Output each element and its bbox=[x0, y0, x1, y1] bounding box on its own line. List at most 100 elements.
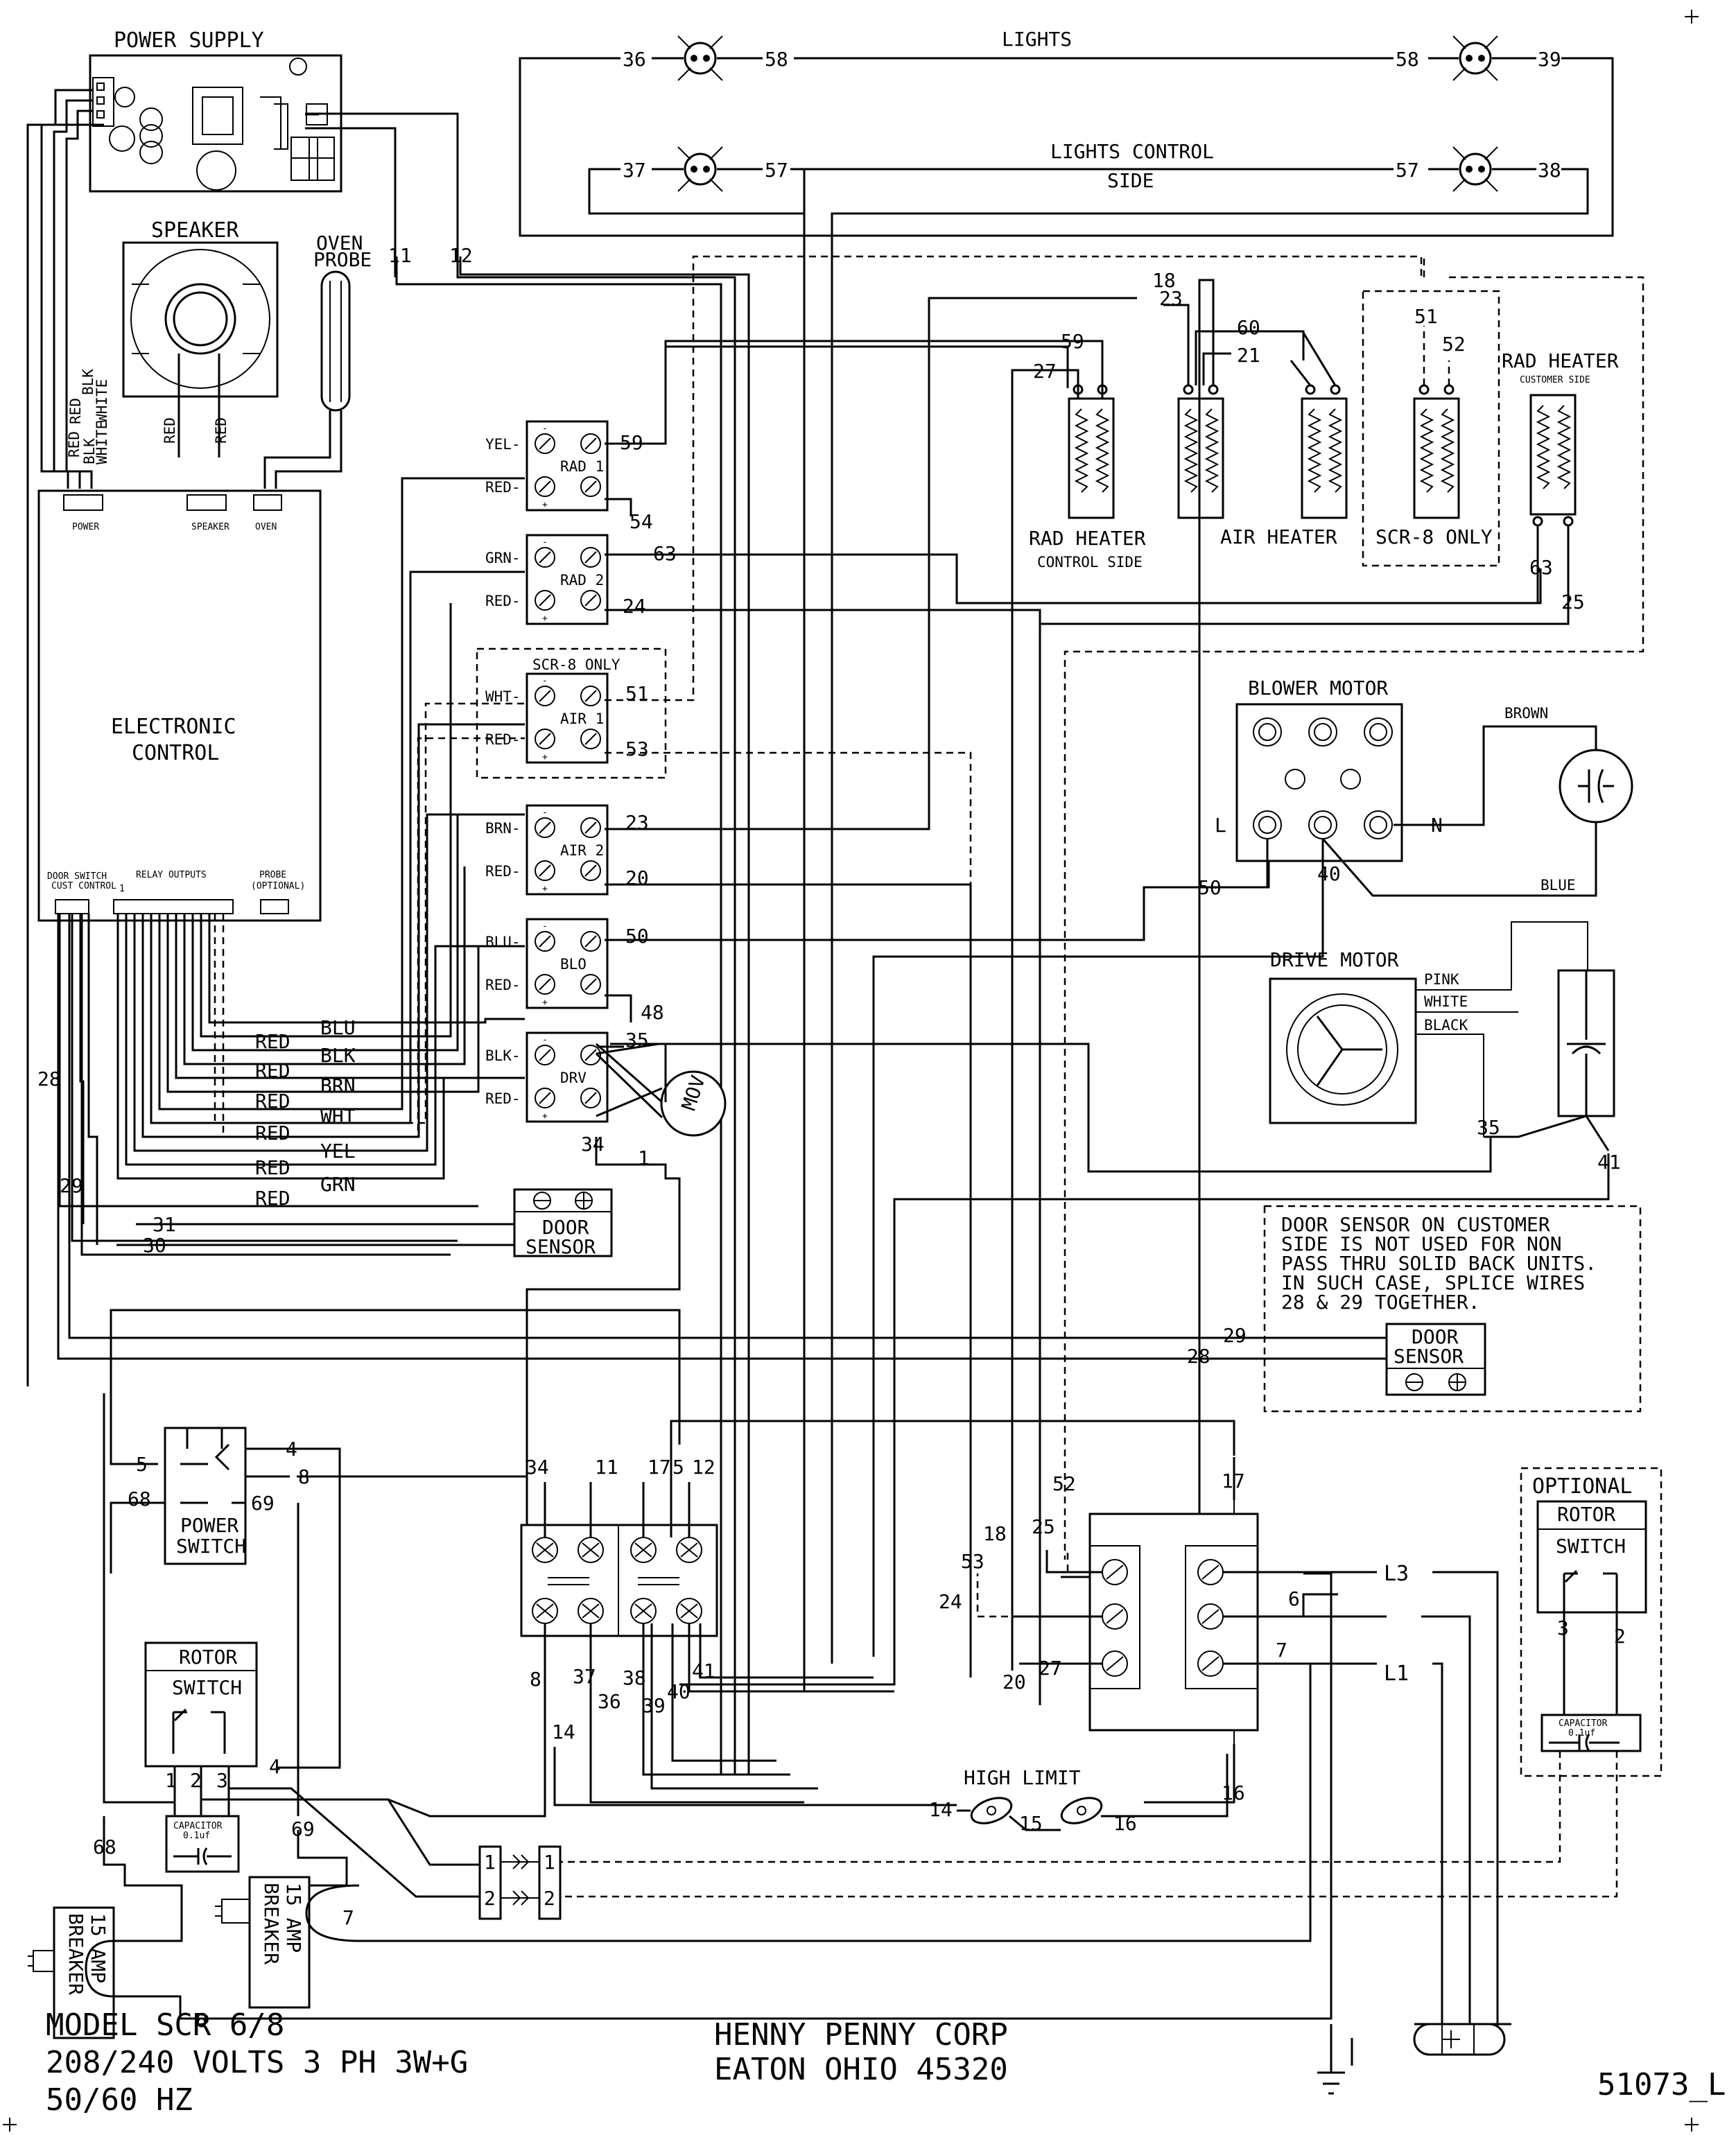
relay-name: AIR 1 bbox=[560, 711, 604, 727]
conn-relay-label: RELAY OUTPUTS bbox=[136, 870, 207, 880]
harness-yel: YEL bbox=[320, 1140, 356, 1162]
door-note-1: DOOR SENSOR ON CUSTOMER bbox=[1281, 1213, 1550, 1236]
rad-heater-cust-label: RAD HEATER bbox=[1502, 349, 1619, 372]
control-label-2: CONTROL bbox=[132, 741, 219, 765]
power-switch: POWER SWITCH 5 68 4 8 69 bbox=[110, 1309, 681, 1816]
harness-grn: GRN bbox=[320, 1173, 356, 1196]
rotor-switch: ROTOR SWITCH 1 2 3 CAPACITOR 0.1uf 4 bbox=[103, 1393, 485, 1898]
opt-rotor-pin-3: 3 bbox=[1557, 1617, 1569, 1639]
drive-wire-35: 35 bbox=[1477, 1116, 1500, 1139]
harness-blk: BLK bbox=[320, 1044, 356, 1067]
relay-polarity: - bbox=[542, 537, 548, 548]
rotor-pin-2: 2 bbox=[190, 1769, 202, 1792]
breaker-right: 15 AMP BREAKER 69 7 bbox=[201, 1572, 1333, 2020]
plug-1a: 1 bbox=[484, 1851, 496, 1874]
lamp-bottom-left bbox=[677, 146, 723, 192]
breaker-left-label-2: BREAKER bbox=[64, 1913, 87, 1995]
wire-38: 38 bbox=[1538, 159, 1561, 182]
relay-name: RAD 2 bbox=[560, 572, 604, 589]
rotor-label-2: SWITCH bbox=[172, 1676, 242, 1699]
conn-power-label: POWER bbox=[72, 522, 99, 532]
ct-25: 25 bbox=[1032, 1515, 1055, 1538]
pwr-wire-blk-lower: BLK bbox=[81, 438, 98, 464]
wire-29-left: 29 bbox=[60, 1174, 83, 1197]
relay-name: RAD 1 bbox=[560, 458, 604, 475]
oven-probe-label-1: OVEN bbox=[316, 232, 363, 254]
air-heater-1: 23 18 60 21 bbox=[1061, 269, 1305, 1578]
conn-probe-label: PROBE bbox=[259, 870, 286, 880]
hl-14: 14 bbox=[929, 1798, 953, 1821]
wire-34: 34 bbox=[581, 1133, 605, 1156]
plug-connector: 1 1 2 2 bbox=[478, 1845, 562, 1920]
heaters: RAD HEATER CONTROL SIDE 27 59 23 18 60 2… bbox=[664, 256, 1644, 1671]
wire-31: 31 bbox=[153, 1213, 176, 1236]
tb-8: 8 bbox=[530, 1668, 541, 1691]
electronic-control: ELECTRONIC CONTROL POWER SPEAKER OVEN DO… bbox=[37, 489, 322, 922]
tb-41: 41 bbox=[692, 1659, 715, 1682]
wire-23-top: 23 bbox=[1159, 287, 1183, 310]
relay-polarity: + bbox=[542, 884, 548, 894]
drive-label: DRIVE MOTOR bbox=[1270, 948, 1399, 971]
relay-input-color: RED- bbox=[485, 1090, 521, 1107]
door-note-3: PASS THRU SOLID BACK UNITS. bbox=[1281, 1252, 1597, 1275]
lamp-top-left bbox=[677, 35, 723, 81]
oven-probe: OVEN PROBE bbox=[263, 232, 372, 489]
blower-wire-brown: BROWN bbox=[1504, 705, 1548, 722]
door-sensor-right-label: DOOR bbox=[1412, 1325, 1459, 1348]
pwr-wire-red: RED bbox=[67, 398, 84, 424]
wire-53: 53 bbox=[625, 738, 649, 760]
blower-terminal-l: L bbox=[1215, 814, 1226, 837]
tb-37: 37 bbox=[573, 1665, 596, 1688]
air1-scr8-label: SCR-8 ONLY bbox=[532, 656, 620, 673]
wire-1: 1 bbox=[638, 1147, 650, 1169]
left-wires: 28 29 31 30 bbox=[37, 914, 1387, 1360]
blower-wire-50: 50 bbox=[1198, 876, 1222, 899]
relay-name: DRV bbox=[560, 1070, 587, 1086]
opt-rotor-label-1: ROTOR bbox=[1557, 1503, 1615, 1526]
lamp-bottom-right bbox=[1452, 146, 1498, 192]
plug-2a: 2 bbox=[484, 1887, 496, 1910]
registration-marks bbox=[3, 10, 1699, 2132]
relay-input-color: BLU- bbox=[485, 934, 521, 950]
brk-wire-7: 7 bbox=[342, 1906, 354, 1929]
contactor: 52 18 25 53 24 27 20 6 7 17 16 L3 L1 bbox=[939, 1457, 1499, 2038]
conn-probe-opt-label: (OPTIONAL) bbox=[251, 881, 305, 891]
relay-input-color: WHT- bbox=[485, 688, 521, 705]
relay-input-color: RED- bbox=[485, 731, 521, 748]
ct-53: 53 bbox=[961, 1550, 984, 1573]
relay-name: AIR 2 bbox=[560, 842, 604, 859]
relay-harness: BLU RED BLK RED BRN RED WHT RED YEL RED … bbox=[58, 477, 525, 1256]
tb-40: 40 bbox=[667, 1680, 691, 1703]
wire-50: 50 bbox=[625, 925, 649, 948]
door-note-5: 28 & 29 TOGETHER. bbox=[1281, 1291, 1480, 1314]
terminal-block: 34 11 17 5 12 8 37 38 41 36 39 40 14 bbox=[388, 1420, 1235, 1818]
ct-18: 18 bbox=[983, 1522, 1007, 1545]
breaker-left: 15 AMP BREAKER 68 6 bbox=[28, 1816, 207, 2039]
voltage-text: 208/240 VOLTS 3 PH 3W+G bbox=[46, 2045, 468, 2080]
relay-polarity: + bbox=[542, 752, 548, 762]
relay-output-numbers: 59 54 63 24 51 53 23 20 50 48 35 34 1 bbox=[581, 255, 1542, 1705]
relay-polarity: - bbox=[542, 1035, 548, 1045]
drive-wire-pink: PINK bbox=[1424, 971, 1459, 988]
speaker-label: SPEAKER bbox=[151, 218, 239, 243]
opt-cap-value: 0.1uf bbox=[1568, 1728, 1595, 1739]
power-harness: RED BLK WHITE RED BLK WHITE 11 12 bbox=[26, 89, 750, 1775]
wire-63-top: 63 bbox=[1529, 556, 1553, 579]
tb-17: 17 bbox=[648, 1456, 671, 1479]
wire-36: 36 bbox=[623, 48, 646, 71]
power-supply: POWER SUPPLY bbox=[89, 28, 342, 193]
rad-heater-cust-sub: CUSTOMER SIDE bbox=[1520, 375, 1590, 385]
air1-scr8-frame: SCR-8 ONLY bbox=[476, 647, 667, 779]
plug-1b: 1 bbox=[544, 1851, 555, 1874]
conn-oven-label: OVEN bbox=[255, 522, 277, 532]
lights-control-label: LIGHTS CONTROL bbox=[1050, 140, 1214, 163]
cap-value: 0.1uf bbox=[183, 1831, 210, 1841]
brk-wire-68: 68 bbox=[93, 1836, 116, 1858]
conn-door-label: DOOR SWITCH bbox=[47, 871, 107, 882]
door-sensor-left-label-2: SENSOR bbox=[526, 1235, 596, 1258]
opt-rotor-label-2: SWITCH bbox=[1556, 1535, 1626, 1558]
pwr-wire-blk: BLK bbox=[80, 369, 96, 395]
